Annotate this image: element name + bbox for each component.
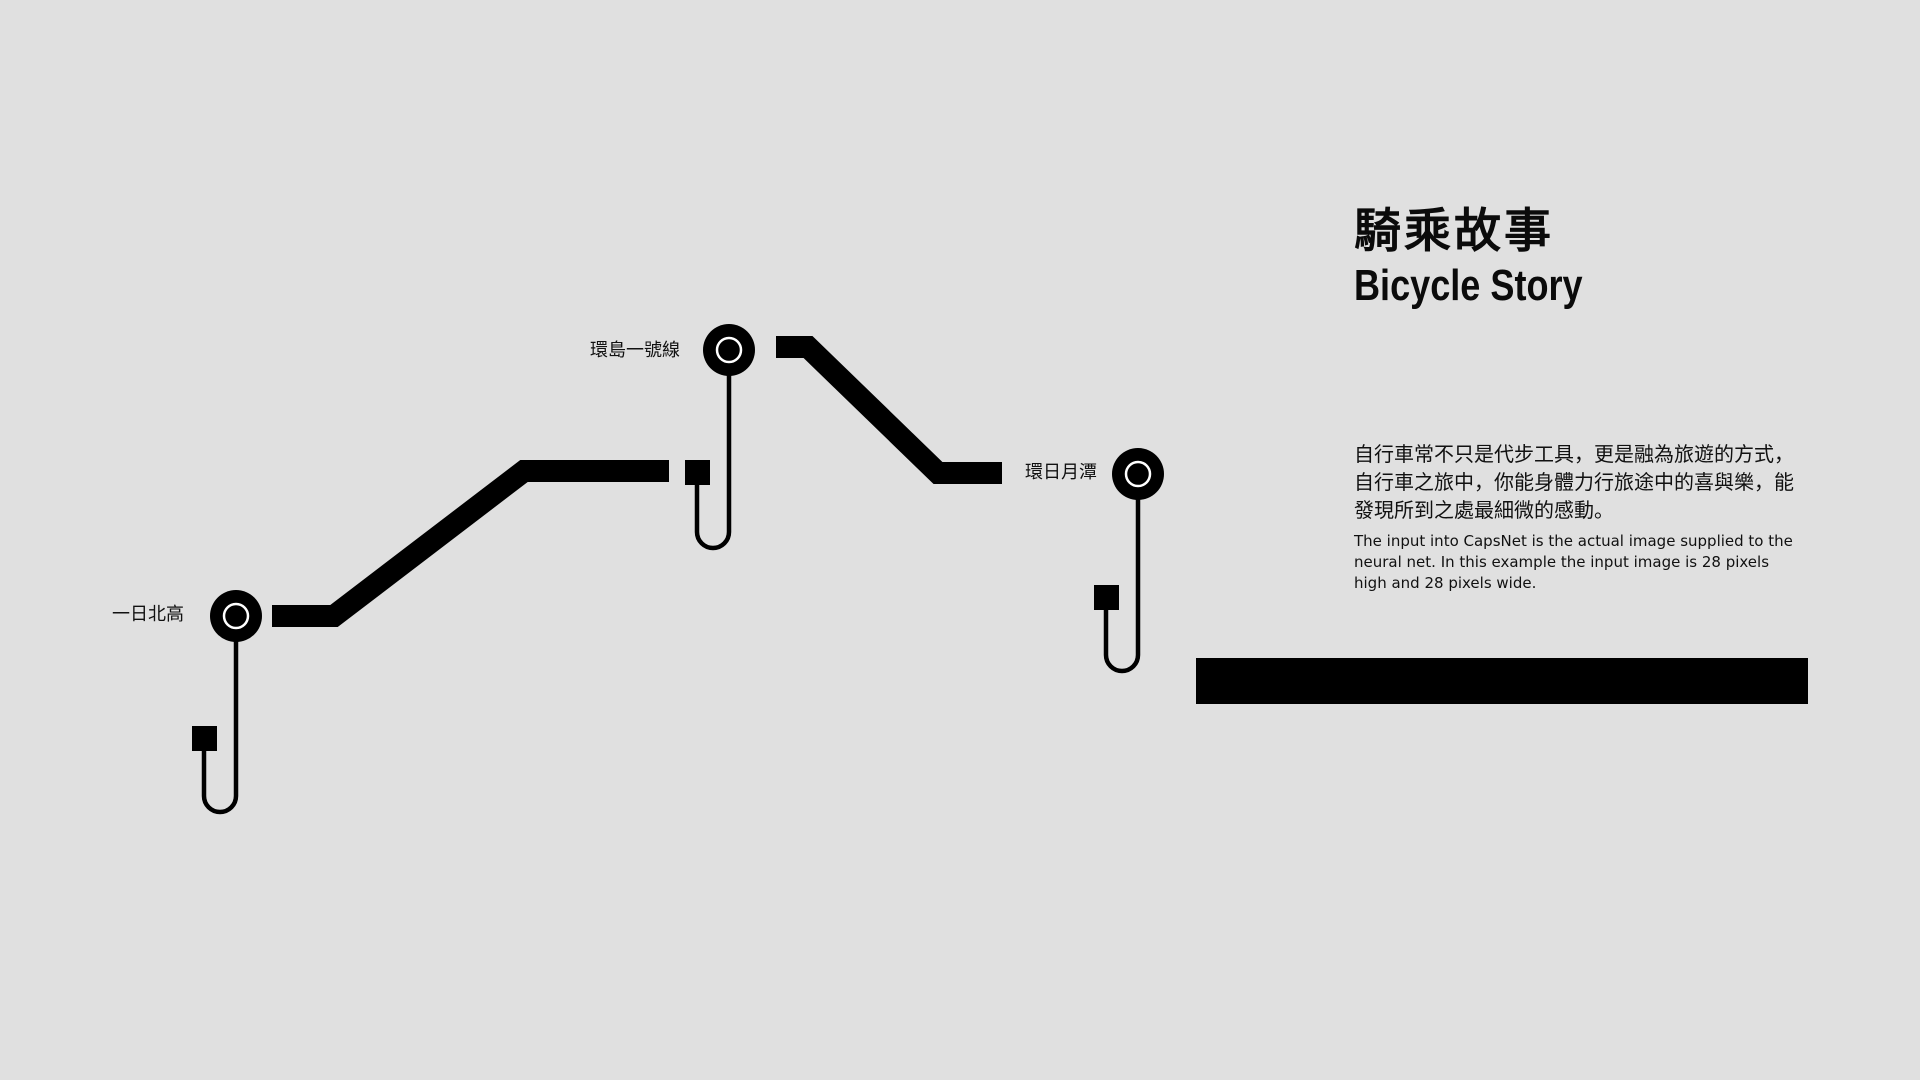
route-segment-1: [272, 460, 669, 627]
station-marker[interactable]: [1112, 448, 1164, 500]
station-yiri-beigao[interactable]: [192, 590, 262, 815]
bike-stand-hook: [201, 638, 239, 815]
route-segment-2: [776, 336, 1002, 484]
station-label-huanri-yuetan: 環日月潭: [1025, 462, 1097, 483]
bike-stand-hook: [1103, 496, 1141, 674]
bike-stand-block: [685, 460, 710, 485]
page-title-zh: 騎乘故事: [1354, 204, 1554, 259]
decorative-bar: [1196, 658, 1808, 704]
station-marker[interactable]: [210, 590, 262, 642]
station-huandao-1[interactable]: [685, 324, 755, 551]
page-title-en: Bicycle Story: [1354, 261, 1583, 310]
station-label-yiri-beigao: 一日北高: [112, 604, 184, 625]
station-marker-inner-ring: [715, 336, 743, 364]
station-marker[interactable]: [703, 324, 755, 376]
station-marker-inner-ring: [222, 602, 250, 630]
station-marker-inner-ring: [1124, 460, 1152, 488]
station-label-huandao-1: 環島一號線: [590, 340, 680, 361]
description-en: The input into CapsNet is the actual ima…: [1354, 532, 1793, 592]
bike-stand-hook: [694, 372, 732, 551]
bike-stand-block: [1094, 585, 1119, 610]
description-zh: 自行車常不只是代步工具，更是融為旅遊的方式，自行車之旅中，你能身體力行旅途中的喜…: [1354, 442, 1794, 522]
bike-stand-block: [192, 726, 217, 751]
station-huanri-yuetan[interactable]: [1094, 448, 1164, 674]
